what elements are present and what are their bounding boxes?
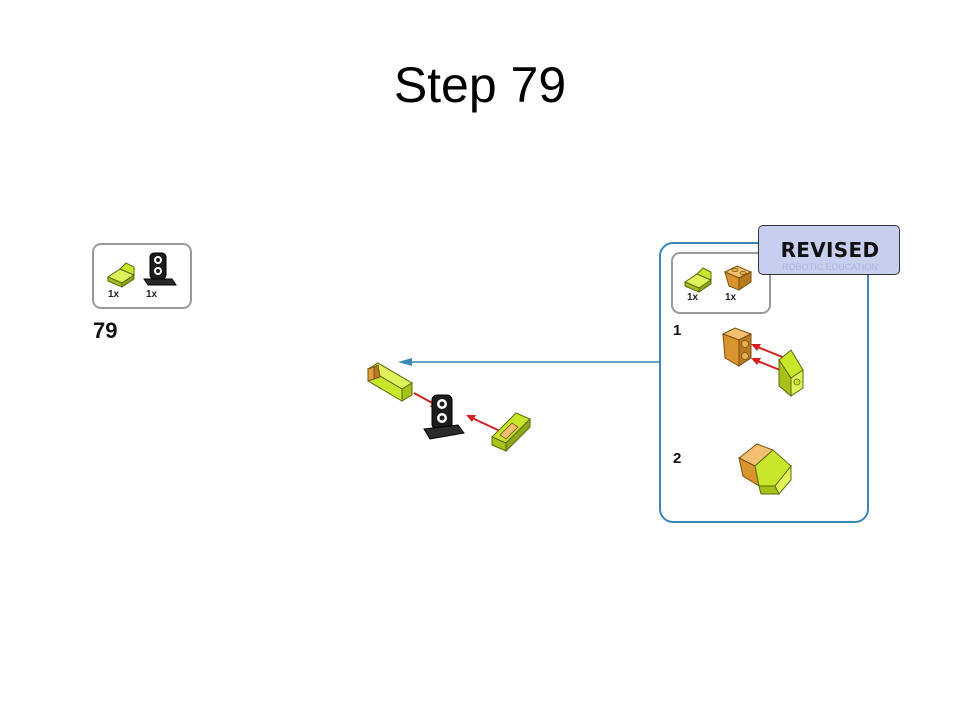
part-qty: 1x — [146, 289, 158, 300]
watermark-text: ROBOTIC EDUCATION — [782, 262, 878, 272]
parts-list-box: 1x 1x — [92, 243, 192, 309]
parts-list-illustration — [106, 252, 177, 288]
callout-parts-illustration — [683, 265, 753, 293]
lime-slope-brick-icon — [367, 362, 413, 402]
orange-inverted-slope-icon — [723, 265, 753, 291]
lime-slope-brick-icon — [683, 267, 713, 293]
orange-inverted-slope-icon — [721, 327, 753, 367]
combined-slope-assembly-icon — [738, 443, 792, 495]
lime-slope-brick-icon — [778, 349, 804, 398]
lime-slope-brick-icon — [106, 262, 136, 288]
substep-number: 1 — [673, 322, 682, 339]
assembly-arrow-icon — [466, 415, 501, 432]
substep-1-illustration — [721, 327, 804, 398]
lime-slope-brick-icon — [491, 412, 531, 453]
black-technic-connector-icon — [423, 394, 465, 440]
main-step-illustration — [367, 362, 531, 453]
substep-2-illustration — [738, 443, 792, 495]
step-number: 79 — [93, 318, 118, 343]
part-qty: 1x — [108, 289, 120, 300]
revised-label: REVISED — [780, 238, 880, 262]
black-technic-connector-icon — [143, 252, 177, 286]
part-qty: 1x — [725, 292, 737, 303]
callout-parts-box: 1x 1x — [671, 252, 771, 314]
revised-badge: ROBOTIC EDUCATION REVISED — [758, 225, 900, 275]
substep-number: 2 — [673, 450, 682, 467]
part-qty: 1x — [687, 292, 699, 303]
page-title: Step 79 — [393, 57, 567, 113]
